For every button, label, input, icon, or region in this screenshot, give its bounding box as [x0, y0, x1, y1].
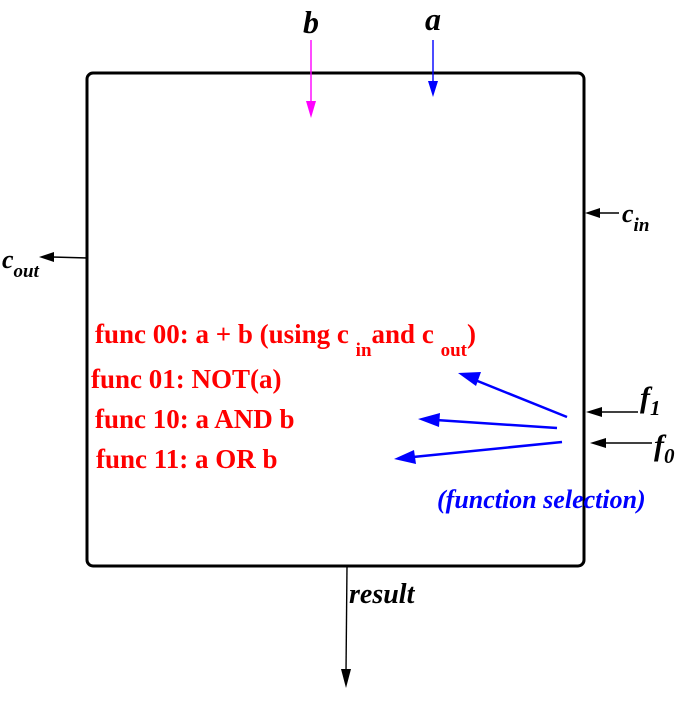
result-label: result	[349, 579, 416, 610]
cin-arrow	[585, 208, 619, 218]
func-00-sub-out: out	[441, 340, 468, 361]
f0-label: f0	[654, 429, 675, 468]
f1-label-main: f	[640, 381, 653, 414]
f0-arrow	[590, 438, 652, 448]
f1-arrow	[586, 407, 638, 417]
selection-arrow-func10	[418, 413, 558, 430]
func-00-text-mid: and c	[372, 319, 441, 349]
f1-label: f1	[640, 381, 661, 420]
func-00-text-end: )	[467, 319, 476, 349]
alu-box	[85, 71, 586, 568]
input-a-arrow	[428, 40, 438, 97]
func-line-00: func 00: a + b (using c inand c out)	[95, 319, 476, 361]
func-line-11: func 11: a OR b	[96, 444, 278, 474]
cin-label-main: c	[622, 199, 634, 228]
result-arrow	[341, 565, 351, 688]
func-line-10: func 10: a AND b	[95, 404, 295, 434]
cout-label-sub: out	[14, 261, 40, 282]
func-line-01: func 01: NOT(a)	[91, 364, 282, 394]
f0-label-sub: 0	[664, 444, 675, 468]
selection-arrow-func01	[458, 372, 568, 419]
input-a-label: a	[425, 1, 441, 37]
cout-label-main: c	[2, 245, 14, 274]
input-b-label: b	[303, 4, 319, 40]
f0-label-main: f	[654, 429, 667, 462]
cin-label: cin	[622, 199, 649, 236]
cout-arrow	[39, 252, 89, 262]
cout-label: cout	[2, 245, 40, 282]
cin-label-sub: in	[634, 215, 650, 236]
selection-arrow-func11	[394, 440, 563, 464]
f1-label-sub: 1	[650, 396, 661, 420]
func-00-sub-in: in	[356, 340, 372, 361]
func-00-text: func 00: a + b (using c	[95, 319, 356, 349]
function-selection-label: (function selection)	[437, 485, 646, 514]
input-b-arrow	[306, 40, 316, 118]
